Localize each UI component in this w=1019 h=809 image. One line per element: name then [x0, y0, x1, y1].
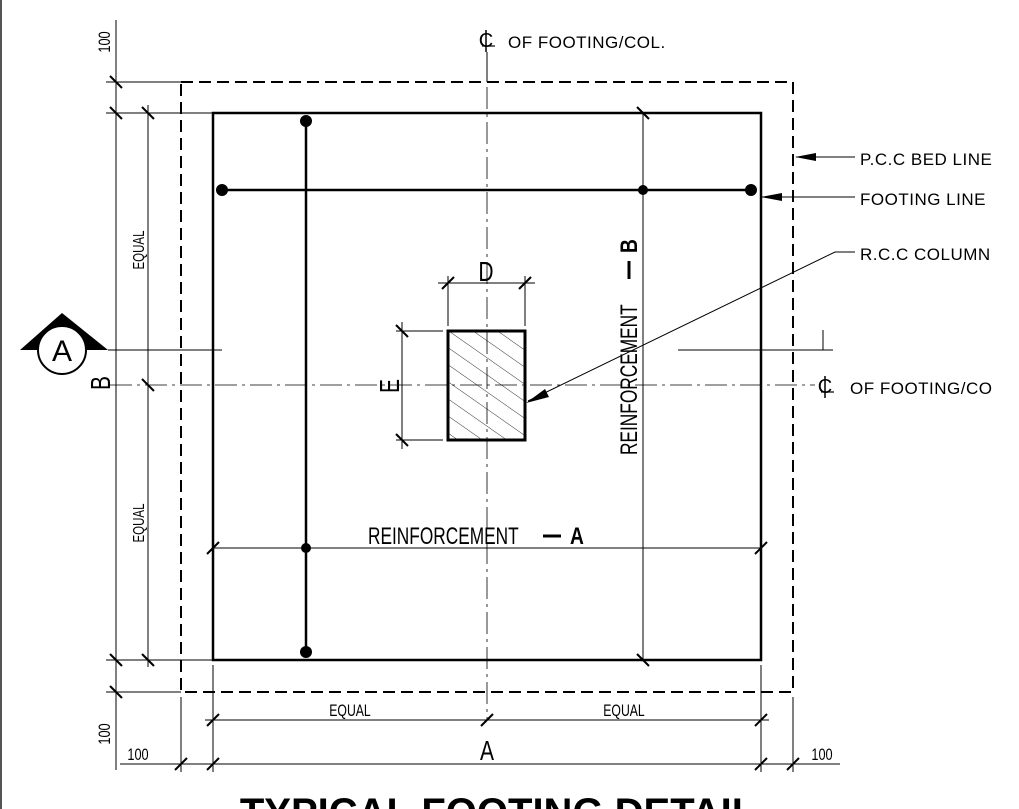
dim-tick: [174, 757, 188, 771]
pcc-bed-line-label: P.C.C BED LINE: [860, 150, 992, 169]
dim-tick: [109, 685, 123, 699]
dim-tick: [754, 713, 768, 727]
centerline-top-label: OF FOOTING/COL.: [508, 33, 666, 52]
dim-equal-bottom-right: EQUAL: [603, 702, 644, 720]
dim-tick: [754, 757, 768, 771]
dim-offset-bottom: 100: [95, 723, 114, 744]
centerline-right-label: OF FOOTING/CO: [850, 379, 993, 398]
dim-tick: [206, 757, 220, 771]
dim-tick: [109, 75, 123, 89]
dim-tick: [441, 276, 455, 290]
dim-tick: [636, 106, 650, 120]
dim-offset-right: 100: [811, 745, 832, 764]
reinforcement-a-label: REINFORCEMENT: [368, 523, 519, 549]
dim-tick: [109, 653, 123, 667]
dim-equal-left-top: EQUAL: [129, 230, 147, 269]
footing-line-label: FOOTING LINE: [860, 190, 986, 209]
rcc-column: [446, 329, 527, 442]
dim-tick: [141, 653, 155, 667]
dim-tick: [395, 433, 409, 447]
rcc-column-label: R.C.C COLUMN: [860, 245, 991, 264]
reinforcement-b-letter: B: [615, 239, 643, 253]
reinforcement-a-letter: A: [570, 522, 584, 550]
dim-tick: [518, 276, 532, 290]
dim-tick: [636, 653, 650, 667]
dim-tick: [206, 541, 220, 555]
reinforcement-b-label: REINFORCEMENT: [616, 304, 642, 455]
dim-tick: [141, 106, 155, 120]
dim-offset-top: 100: [95, 31, 114, 52]
section-marker-circle: [37, 325, 87, 375]
drawing-title: TYPICAL FOOTING DETAIL: [240, 791, 756, 809]
dim-equal-bottom-left: EQUAL: [329, 702, 370, 720]
leader-arrow: [761, 193, 782, 201]
dim-tick: [206, 713, 220, 727]
section-marker-label: A: [52, 335, 72, 368]
rebar-end-dot: [300, 646, 312, 658]
dim-tick: [786, 757, 800, 771]
leader-arrow: [526, 389, 549, 403]
rebar-end-dot: [216, 184, 228, 196]
leader-arrow: [795, 153, 816, 161]
dim-tick: [395, 324, 409, 338]
centerline-symbol-top: C: [479, 30, 495, 52]
dim-tick: [754, 541, 768, 555]
section-cut-end: [822, 330, 833, 351]
dim-tick: [109, 106, 123, 120]
reinforcement-b-label-group: REINFORCEMENT B: [615, 239, 643, 455]
dim-offset-left: 100: [127, 745, 148, 764]
dim-depth-total: B: [86, 376, 117, 390]
rebar-end-dot: [300, 115, 312, 127]
leader-rcc-column: [527, 251, 855, 402]
dim-width-total: A: [480, 736, 494, 767]
centerline-symbol-right: C: [818, 376, 834, 398]
column-depth-label: E: [375, 379, 406, 393]
rebar-end-dot: [745, 184, 757, 196]
column-width-label: D: [478, 257, 493, 288]
dim-equal-left-bottom: EQUAL: [129, 503, 147, 542]
dim-tick: [480, 713, 494, 727]
dim-tick: [141, 378, 155, 392]
